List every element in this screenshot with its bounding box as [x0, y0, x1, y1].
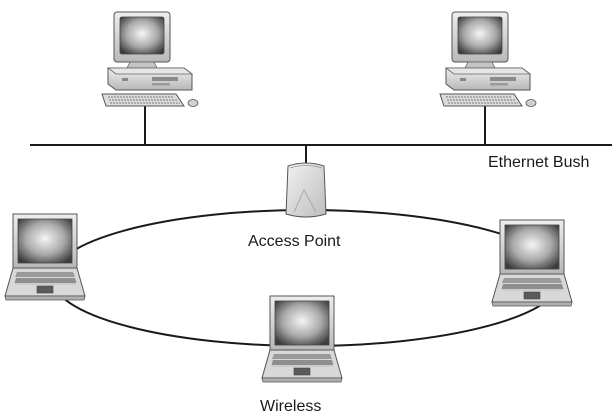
access-point-icon — [285, 162, 327, 218]
laptop-icon — [261, 295, 343, 383]
access-point-label: Access Point — [248, 233, 341, 250]
ethernet-bus-label: Ethernet Bush — [488, 154, 590, 171]
desktop-computer-icon — [101, 11, 199, 107]
laptop-icon — [491, 219, 573, 307]
wireless-label: Wireless — [260, 398, 322, 415]
laptop-icon — [4, 213, 86, 301]
desktop-computer-icon — [439, 11, 537, 107]
